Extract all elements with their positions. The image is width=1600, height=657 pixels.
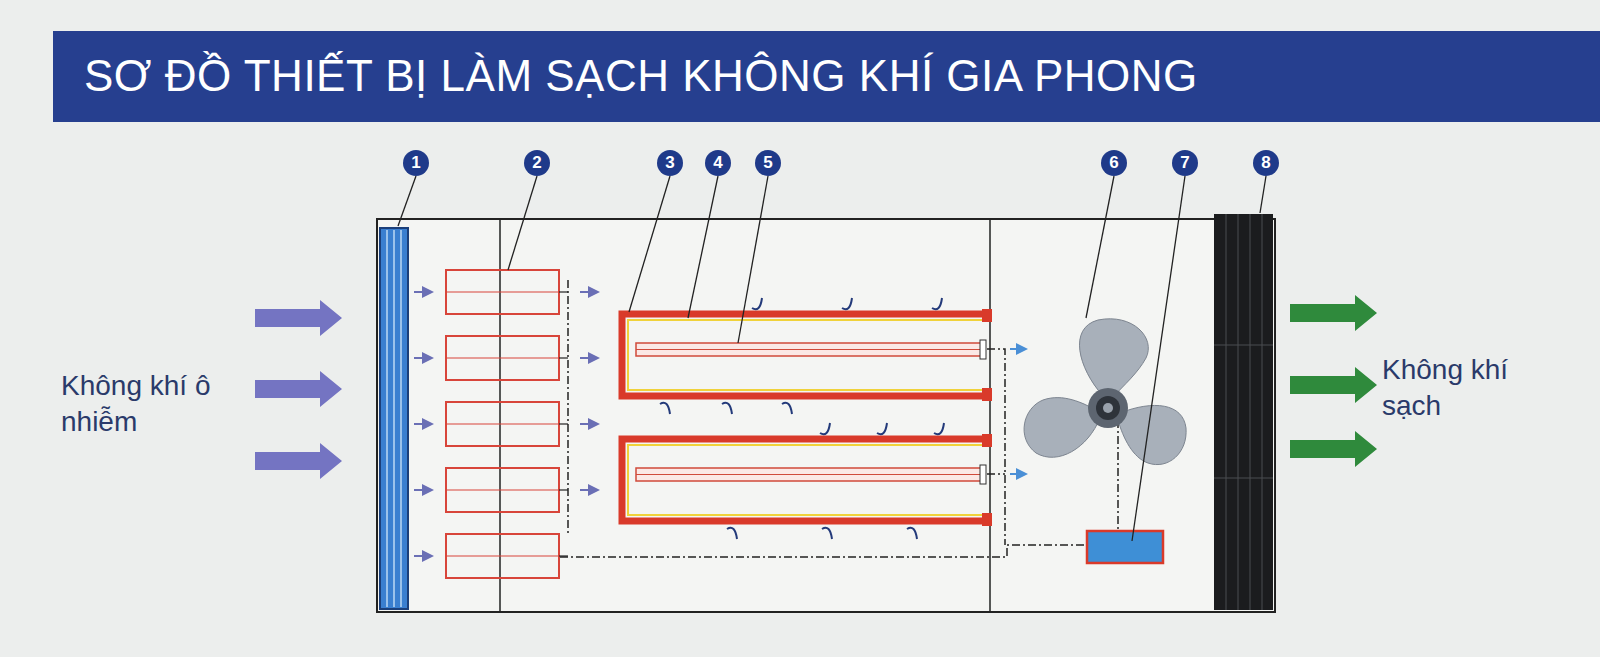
callout-number: 6 xyxy=(1101,150,1127,176)
callout-number: 1 xyxy=(403,150,429,176)
particle-marks xyxy=(660,298,944,539)
ionizer-modules xyxy=(446,270,568,578)
leader-lines xyxy=(398,176,1266,541)
outlet-label: Không khí sạch xyxy=(1382,352,1532,424)
inlet-label: Không khí ô nhiễm xyxy=(61,368,211,440)
inlet-arrows xyxy=(255,300,342,479)
housing xyxy=(377,219,1275,612)
callout-number: 3 xyxy=(657,150,683,176)
callout-number: 4 xyxy=(705,150,731,176)
control-wires xyxy=(560,280,1118,557)
callout-number: 8 xyxy=(1253,150,1279,176)
outlet-arrows xyxy=(1290,295,1377,467)
power-supply xyxy=(1087,531,1163,563)
callout-number: 5 xyxy=(755,150,781,176)
outlet-filter xyxy=(1214,214,1273,610)
callout-number: 7 xyxy=(1172,150,1198,176)
collector-plates xyxy=(622,309,992,526)
fan xyxy=(1024,319,1186,465)
title: SƠ ĐỒ THIẾT BỊ LÀM SẠCH KHÔNG KHÍ GIA PH… xyxy=(84,44,1198,108)
callout-number: 2 xyxy=(524,150,550,176)
flow-arrows xyxy=(414,292,1026,556)
pre-filter xyxy=(380,228,408,609)
